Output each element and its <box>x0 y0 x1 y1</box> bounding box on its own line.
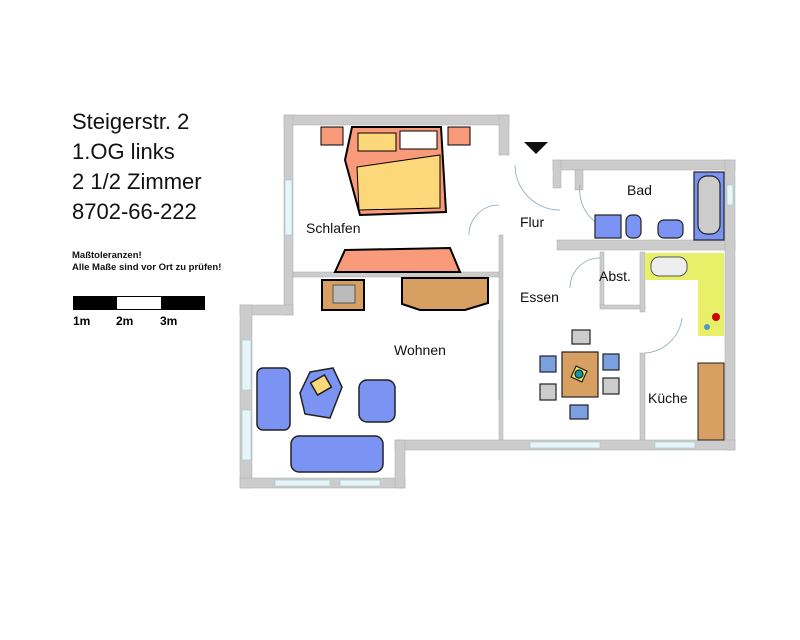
floor-info: 1.OG links <box>72 139 175 164</box>
wardrobe <box>333 246 462 273</box>
scale-label-3m: 3m <box>160 314 178 328</box>
bed <box>320 126 471 217</box>
sideboard <box>401 277 489 311</box>
verify-note: Alle Maße sind vor Ort zu prüfen! <box>72 262 222 273</box>
room-label-kueche: Küche <box>648 390 688 406</box>
room-label-essen: Essen <box>520 289 559 305</box>
room-label-flur: Flur <box>520 214 544 230</box>
room-label-wohnen: Wohnen <box>394 342 446 358</box>
address-title: Steigerstr. 2 <box>72 109 190 134</box>
reference-number: 8702-66-222 <box>72 199 197 224</box>
entrance-arrow-icon <box>524 142 548 154</box>
scale-label-1m: 1m <box>73 314 91 328</box>
scale-bar <box>73 296 205 310</box>
bathroom-fixtures <box>594 171 725 241</box>
living-furniture <box>256 367 396 473</box>
room-label-schlafen: Schlafen <box>306 220 360 236</box>
kitchen-fixtures <box>645 253 725 441</box>
dining-set <box>539 329 620 420</box>
windows <box>241 179 734 487</box>
room-label-abst: Abst. <box>599 268 631 284</box>
room-label-bad: Bad <box>627 182 652 198</box>
room-count: 2 1/2 Zimmer <box>72 169 202 194</box>
scale-label-2m: 2m <box>116 314 134 328</box>
tolerance-note: Maßtoleranzen! <box>72 250 142 261</box>
